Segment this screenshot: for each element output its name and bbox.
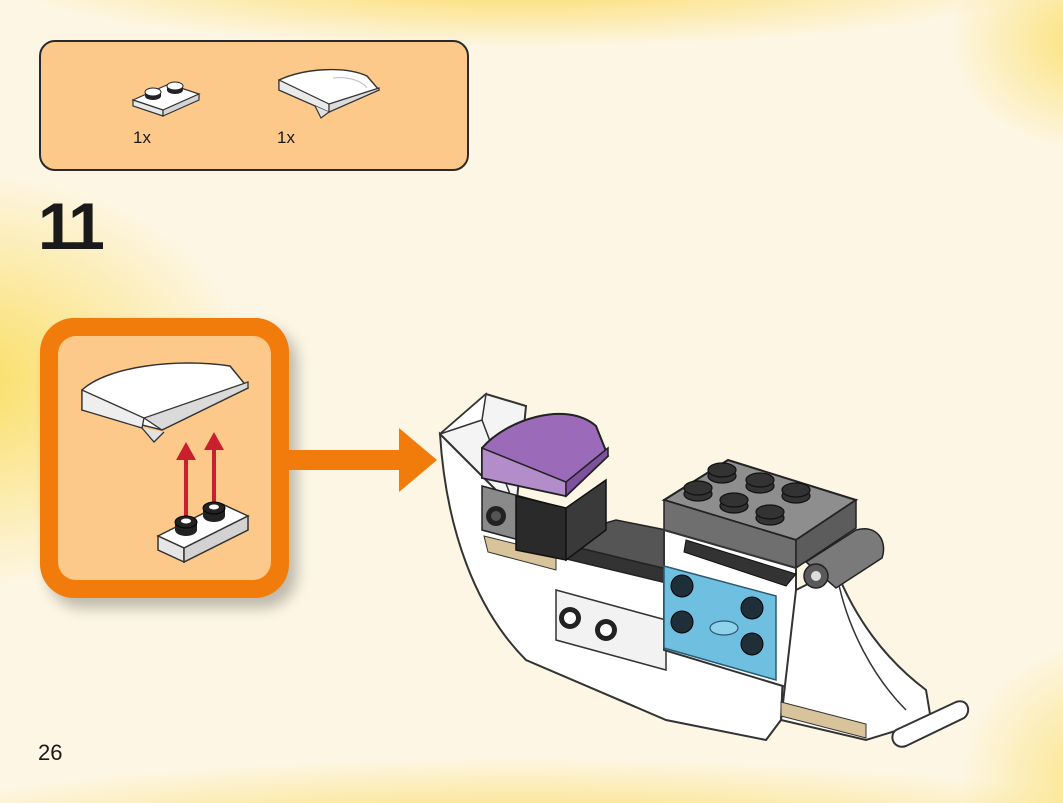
white-1x2-plate-icon (131, 78, 201, 118)
parts-list-panel: 1x 1x (39, 40, 469, 171)
part-quantity: 1x (277, 128, 295, 147)
step-number: 11 (38, 189, 105, 263)
white-curved-slope-icon (275, 66, 385, 128)
substep-callout-panel (58, 336, 271, 580)
substep-callout (40, 318, 289, 598)
substep-assembly-illustration (81, 362, 250, 564)
model-illustration (438, 392, 970, 748)
page-number: 26 (38, 740, 63, 765)
pointer-arrow-icon (289, 428, 437, 492)
part-quantity: 1x (133, 128, 151, 147)
